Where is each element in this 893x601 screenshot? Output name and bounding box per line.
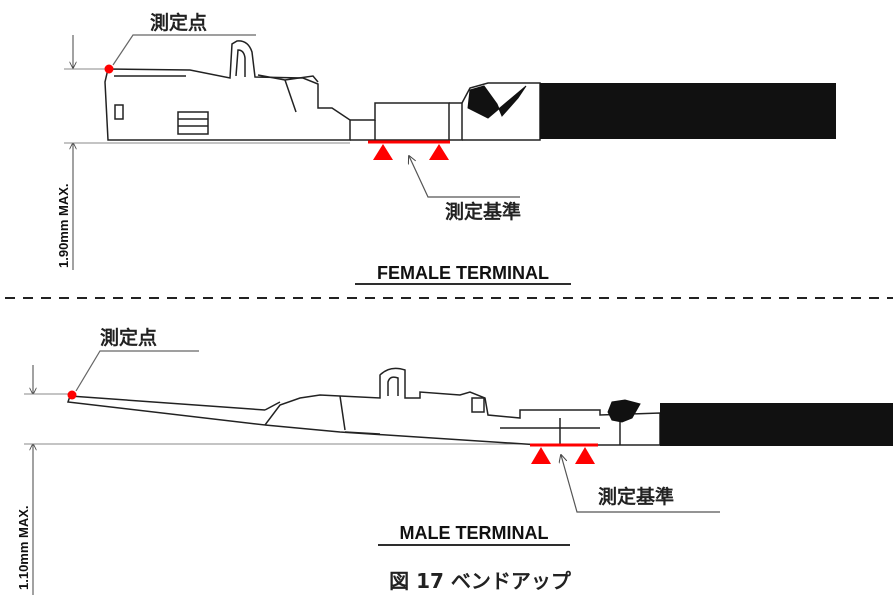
female-terminal-body (104, 40, 541, 141)
male-crimp-detail (607, 399, 641, 423)
female-crimp-detail (467, 85, 527, 119)
female-dimension (64, 35, 350, 270)
male-measure-point-marker (67, 390, 77, 400)
male-terminal-diagram: 1.10mm MAX. 測定点 測定基準 MALE TERMINAL (16, 326, 893, 595)
figure-caption: 図 17 ベンドアップ (389, 569, 572, 593)
female-dimension-text: 1.90mm MAX. (56, 183, 71, 268)
male-measure-point-label: 測定点 (100, 326, 157, 349)
male-terminal-title: MALE TERMINAL (400, 523, 549, 543)
female-reference-triangle-right (429, 144, 449, 160)
female-cable (540, 83, 836, 139)
male-reference-triangle-right (575, 447, 595, 464)
male-reference-leader (561, 455, 720, 513)
female-measure-point-marker (104, 64, 114, 74)
female-terminal-diagram: 1.90mm MAX. 測定点 測定基準 (56, 11, 836, 285)
male-dimension-text: 1.10mm MAX. (16, 505, 31, 590)
male-cable (660, 403, 893, 446)
female-terminal-title: FEMALE TERMINAL (377, 263, 549, 283)
male-dimension (24, 365, 560, 595)
female-reference-triangle-left (373, 144, 393, 160)
male-reference-triangle-left (531, 447, 551, 464)
female-measure-point-label: 測定点 (150, 11, 207, 34)
male-measure-point-leader (75, 350, 199, 392)
female-measure-point-leader (112, 34, 256, 66)
female-reference-leader (409, 156, 520, 198)
male-terminal-body (66, 367, 661, 446)
male-reference-label: 測定基準 (598, 485, 674, 508)
female-reference-label: 測定基準 (445, 200, 521, 223)
